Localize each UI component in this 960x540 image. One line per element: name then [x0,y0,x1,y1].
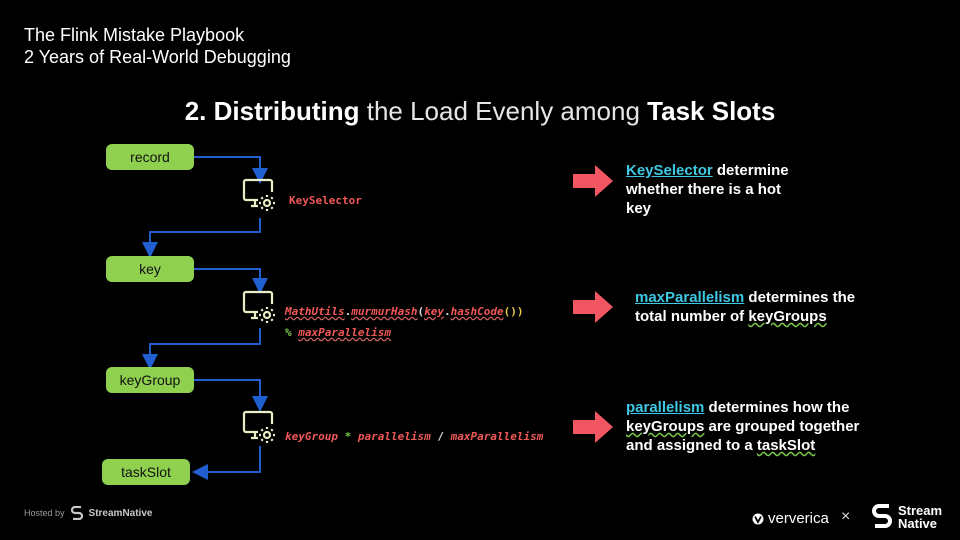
code-token: maxParallelism [298,326,391,339]
note-parallelism: parallelism determines how the keyGroups… [626,398,926,455]
hosted-by-label: Hosted by [24,508,65,518]
title-bold-2: Task Slots [647,96,776,126]
code-token: keyGroup [285,430,338,443]
code-keygroup-formula: keyGroup * parallelism / maxParallelism [285,430,543,443]
arrow-right-icon [573,165,613,197]
connector-record-to-step1 [194,156,268,184]
code-modulo: % maxParallelism [285,326,391,339]
code-token: maxParallelism [450,430,544,443]
code-token: parallelism [357,430,431,443]
ververica-logo-icon [752,513,764,524]
ververica-wordmark: ververica [768,510,829,527]
key-box: key [106,256,194,282]
deck-title: The Flink Mistake Playbook [24,25,245,45]
code-token: * [344,430,352,443]
connector-step2-to-keygroup [142,328,261,370]
note-maxparallelism: maxParallelism determines the total numb… [635,288,905,326]
slide-title: 2. Distributing the Load Evenly among Ta… [0,96,960,127]
connector-step1-to-key [142,218,261,258]
code-token: hashCode [450,305,504,318]
streamnative-wordmark-line2: Native [898,516,938,531]
code-keyselector: KeySelector [289,194,362,207]
record-box: record [106,144,194,170]
note-text: determines the [744,289,856,306]
code-token: MathUtils [285,305,345,318]
process-gear-icon [242,178,275,211]
streamnative-logo-icon [872,504,892,528]
title-bold-1: Distributing [213,96,360,126]
note-text: determines how the [704,399,850,416]
note-text: whether there is a hot [626,181,782,198]
note-text: key [626,200,652,217]
hosted-by: Hosted by StreamNative [24,506,152,520]
keygroup-box: keyGroup [106,367,194,393]
code-token: . [344,305,352,318]
arrow-right-icon [573,291,613,323]
code-murmurhash: MathUtils.murmurHash(key.hashCode()) [285,305,523,318]
hosted-by-brand: StreamNative [88,507,153,519]
streamnative-logo: Stream Native [872,504,942,530]
note-keyselector: KeySelector determine whether there is a… [626,161,826,218]
note-text: and assigned to a [626,437,757,454]
streamnative-logo-icon [70,506,83,520]
times-icon: × [841,508,851,525]
ververica-logo: ververica [752,510,829,527]
code-token: / [437,430,444,443]
title-number: 2. [184,96,207,126]
code-token: . [443,305,451,318]
code-token: key [424,305,444,318]
deck-header: The Flink Mistake Playbook 2 Years of Re… [24,24,291,68]
code-token: ()) [503,305,524,318]
streamnative-wordmark-line1: Stream [898,503,943,518]
arrow-right-icon [573,411,613,443]
title-light: the Load Evenly among [366,96,640,126]
code-token: murmurHash [351,305,418,318]
code-token: % [285,326,292,339]
connector-key-to-step2 [194,268,268,294]
process-gear-icon [242,290,275,323]
note-highlight: maxParallelism [635,289,745,306]
note-text: determine [712,162,789,179]
note-text: total number of [635,308,749,325]
taskslot-box: taskSlot [102,459,190,485]
note-text: keyGroups [626,418,705,435]
connector-keygroup-to-step3 [194,379,268,412]
process-gear-icon [242,410,275,443]
note-highlight: KeySelector [626,162,713,179]
code-token: ( [417,305,425,318]
note-text: keyGroups [748,308,827,325]
note-highlight: parallelism [626,399,705,416]
note-text: are grouped together [704,418,860,435]
note-text: taskSlot [756,437,816,454]
connector-step3-to-taskslot [192,446,261,480]
deck-subtitle: 2 Years of Real-World Debugging [24,47,291,67]
